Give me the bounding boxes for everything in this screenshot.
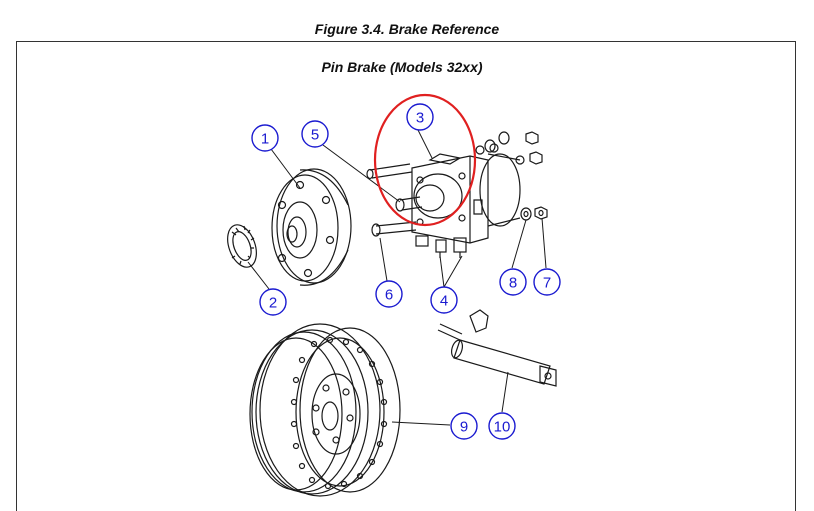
callout-5: 5 — [301, 120, 329, 148]
callout-10: 10 — [488, 412, 516, 440]
brake-actuator-part — [395, 143, 525, 244]
callout-1: 1 — [251, 124, 279, 152]
callout-6: 6 — [375, 280, 403, 308]
callout-label: 5 — [311, 127, 319, 144]
bolt-part — [371, 221, 417, 237]
figure-frame — [16, 41, 796, 511]
brake-diagram: 1 2 3 4 5 6 7 8 — [227, 93, 561, 497]
callout-label: 2 — [269, 295, 277, 312]
callout-label: 3 — [416, 110, 424, 127]
fitting-part — [415, 235, 467, 258]
cylinder-part — [437, 309, 557, 387]
callout-8: 8 — [499, 268, 527, 296]
pin-part — [366, 163, 413, 180]
callout-9: 9 — [450, 412, 478, 440]
wheel-part — [249, 323, 401, 497]
callout-label: 1 — [261, 131, 269, 148]
callout-label: 6 — [385, 287, 393, 304]
callout-label: 8 — [509, 275, 517, 292]
panel-title: Pin Brake (Models 32xx) — [321, 59, 483, 75]
callout-label: 9 — [460, 419, 468, 436]
leader-lines — [247, 129, 547, 426]
callout-2: 2 — [259, 288, 287, 316]
callout-label: 10 — [494, 419, 511, 436]
callout-3: 3 — [406, 103, 434, 131]
brake-disc-part — [271, 168, 352, 286]
snap-ring-part — [227, 224, 257, 268]
callout-4: 4 — [430, 286, 458, 314]
highlight-ellipse — [373, 93, 477, 227]
washer-nut-parts — [484, 131, 548, 221]
callout-label: 4 — [440, 293, 448, 310]
figure-caption: Figure 3.4. Brake Reference — [314, 21, 500, 37]
callout-label: 7 — [543, 275, 551, 292]
callout-7: 7 — [533, 268, 561, 296]
